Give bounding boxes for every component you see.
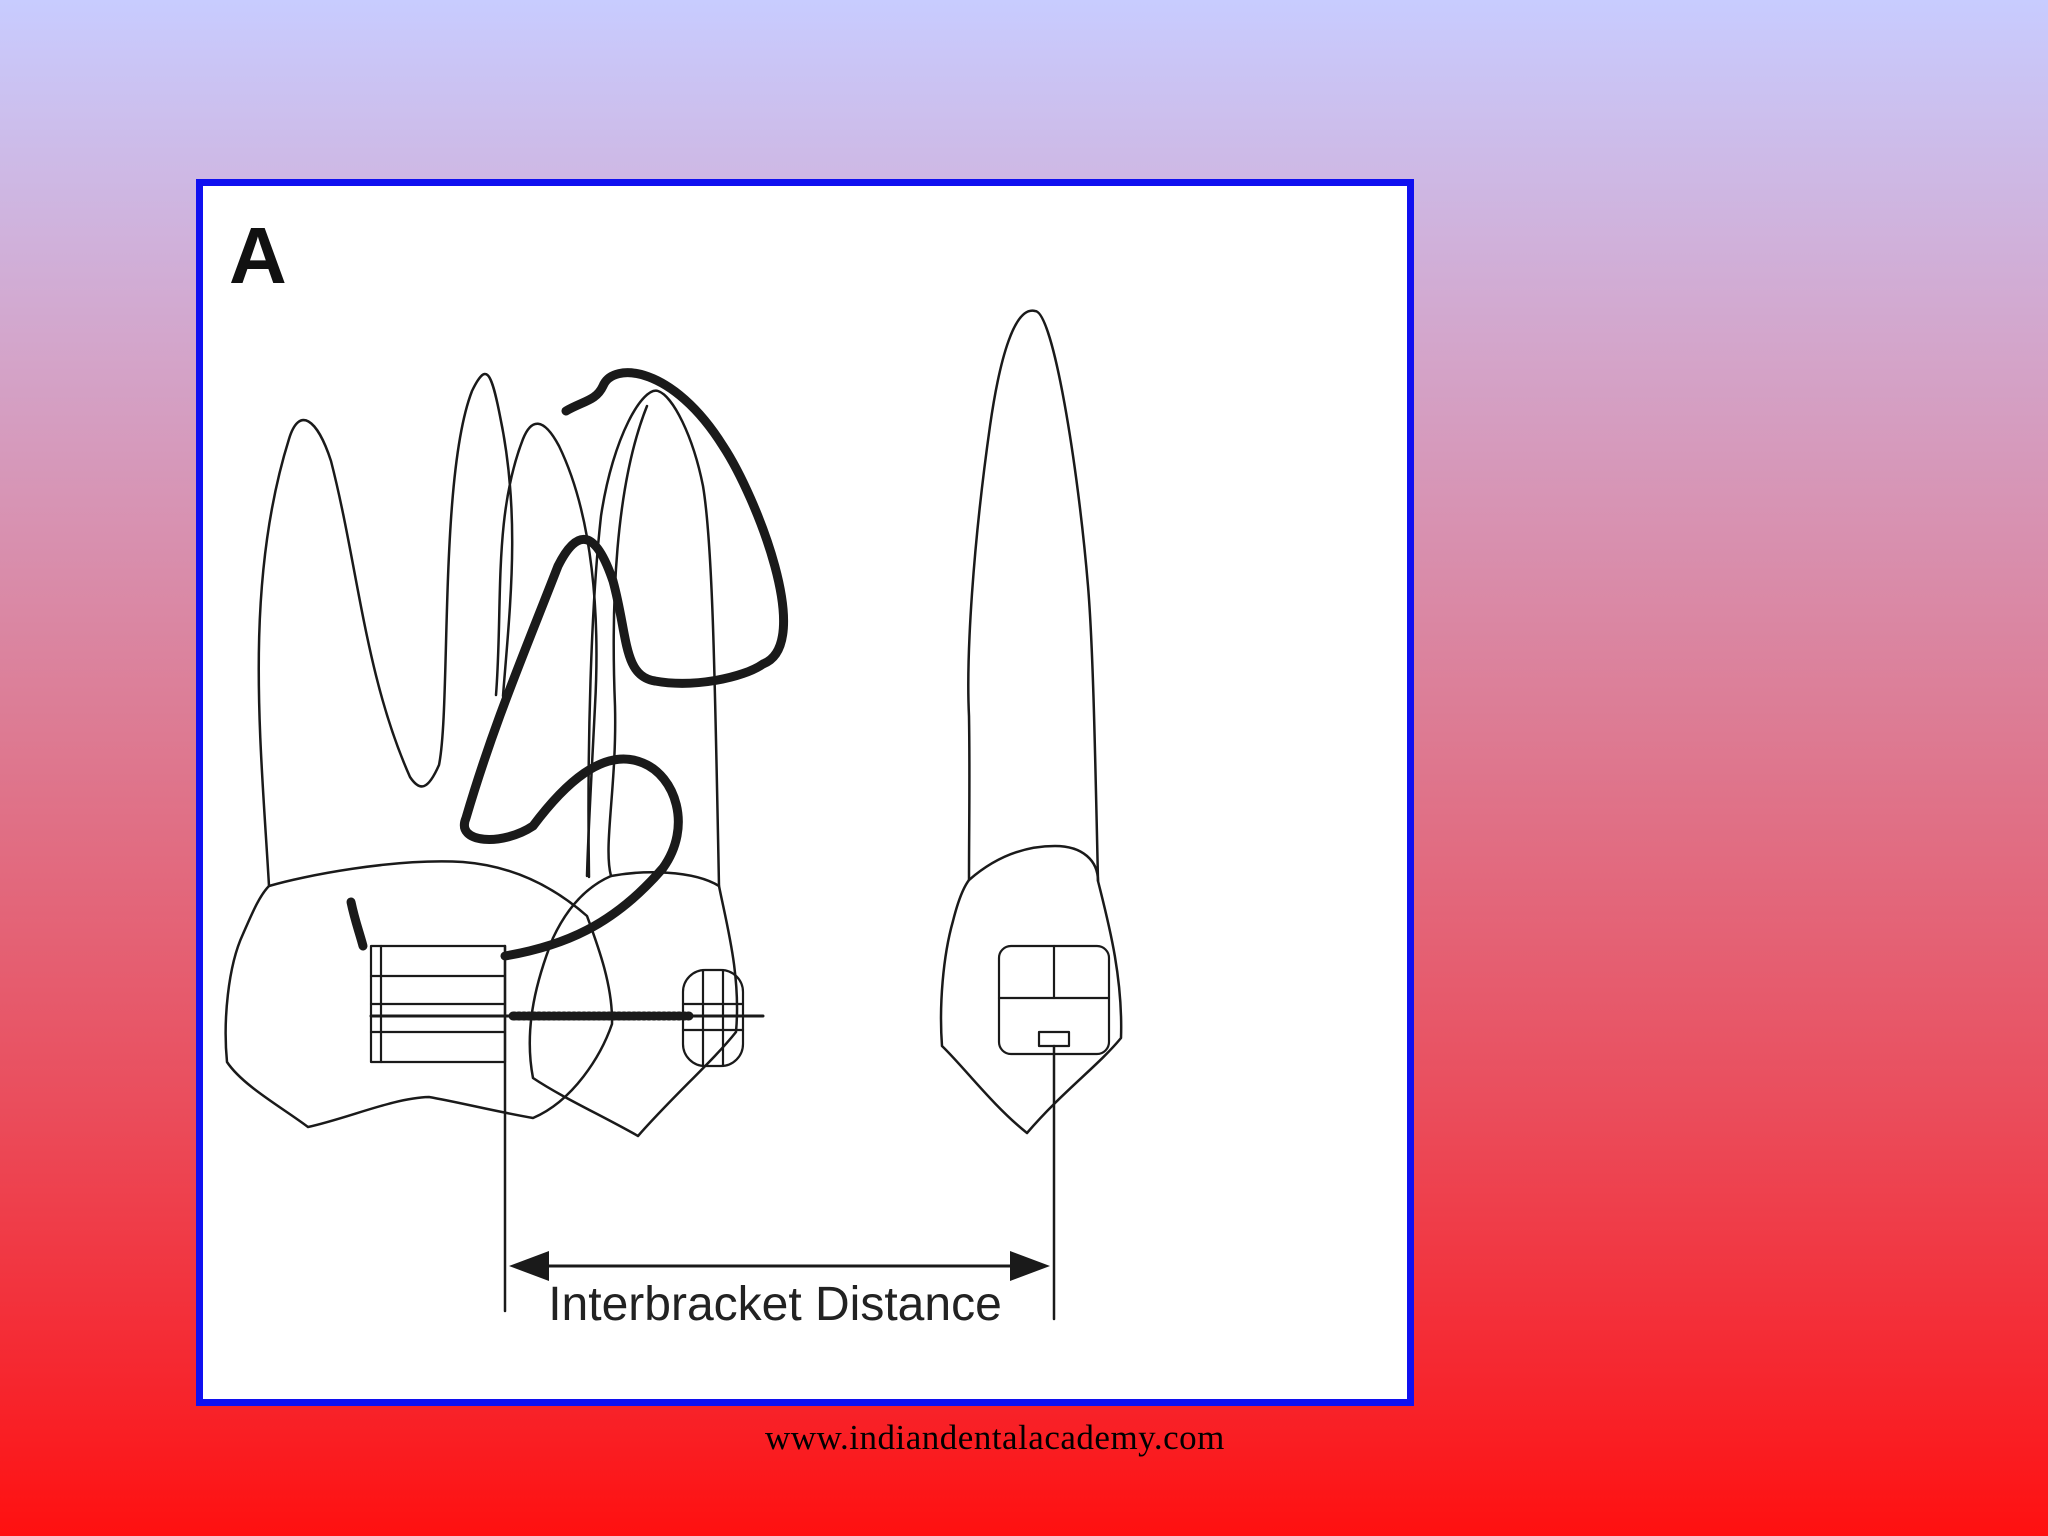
canine-crown [939,844,1123,1135]
molar-tube [369,944,507,1064]
figure-panel: A Interbracket Distance [196,179,1414,1406]
dimension-arrowhead-left [509,1251,549,1281]
interbracket-distance-label: Interbracket Distance [548,1278,1002,1331]
canine-bracket [997,944,1111,1056]
molar-crown [224,860,614,1129]
premolar-roots [587,389,721,888]
panel-label: A [229,211,287,300]
uprighting-spring [459,368,789,961]
canine-root [967,309,1100,883]
interbracket-distance-diagram: A Interbracket Distance [224,211,1123,1331]
molar-hook [346,897,368,951]
dimension-arrowhead-right [1010,1251,1050,1281]
footer-url-text: www.indiandentalacademy.com [765,1418,1225,1457]
